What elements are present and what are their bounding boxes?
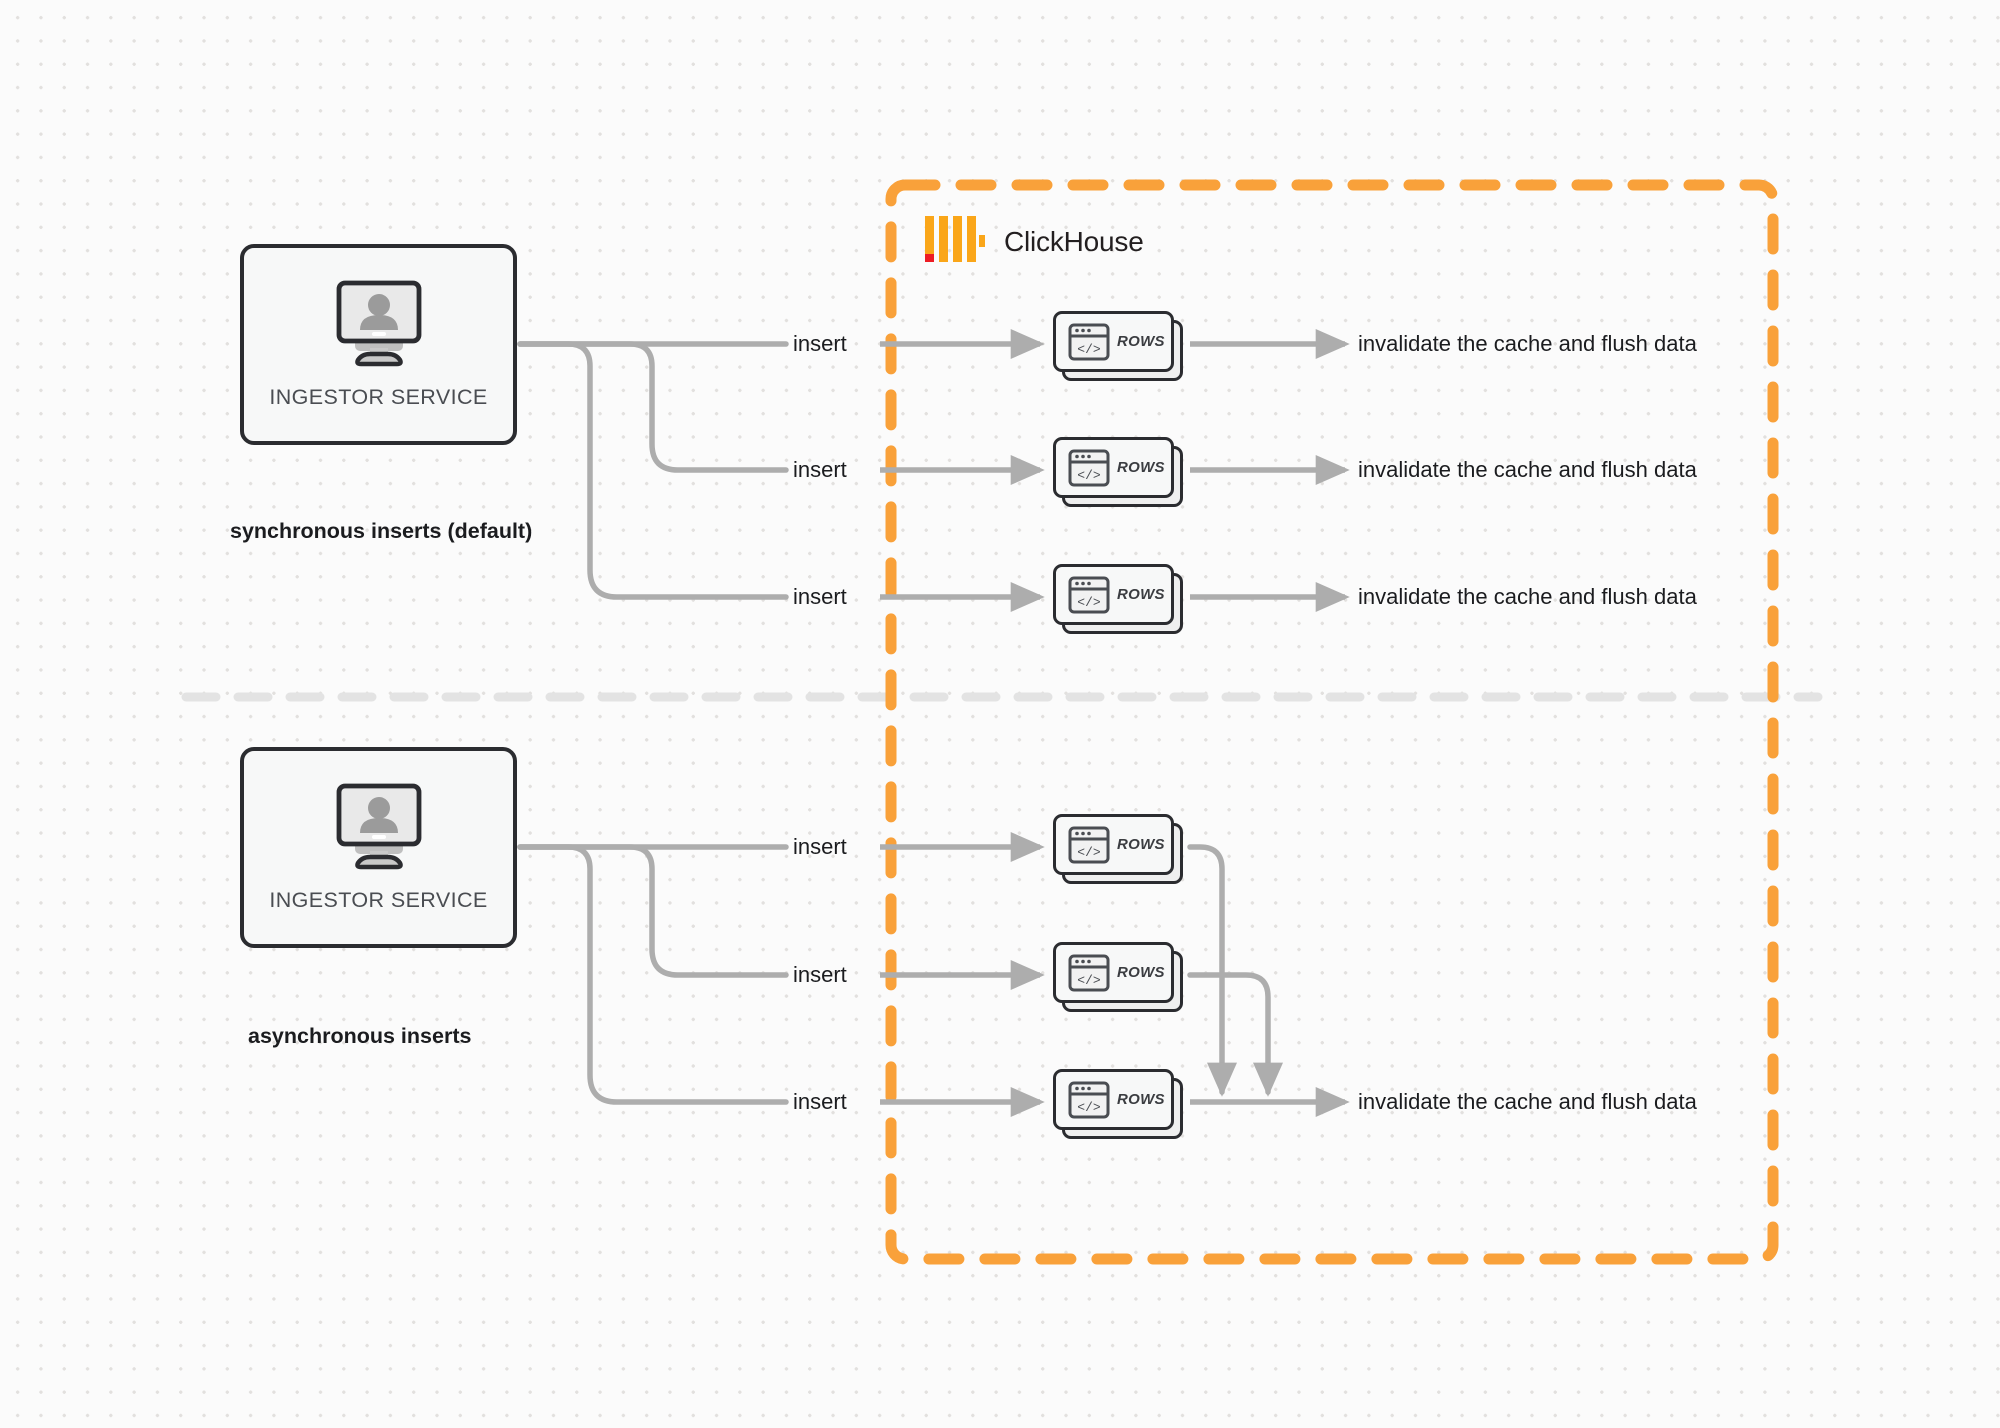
rows-stack-front: </> ROWS [1053,437,1174,498]
rows-node-sync-2[interactable]: </> ROWS [1053,437,1183,507]
svg-text:</>: </> [1077,973,1101,988]
rows-node-sync-1[interactable]: </> ROWS [1053,311,1183,381]
monitor-user-icon [336,783,421,869]
rows-node-async-2[interactable]: </> ROWS [1053,942,1183,1012]
rows-stack-front: </> ROWS [1053,814,1174,875]
edge-label-insert-async-2: insert [793,962,847,987]
rows-node-label: ROWS [1117,333,1165,350]
svg-text:</>: </> [1077,845,1101,860]
async-insert-arrows [880,831,1045,1118]
rows-stack-front: </> ROWS [1053,564,1174,625]
svg-text:</>: </> [1077,595,1101,610]
edge-label-invalidate-async-merged: invalidate the cache and flush data [1358,1089,1697,1114]
code-window-icon: </> [1068,449,1110,486]
section-caption-asynchronous: asynchronous inserts [248,1024,472,1048]
rows-stack-front: </> ROWS [1053,1069,1174,1130]
sync-branch-edges [517,341,789,600]
ingestor-service-sync[interactable]: INGESTOR SERVICE [240,244,517,445]
section-caption-synchronous: synchronous inserts (default) [230,519,533,543]
svg-text:</>: </> [1077,468,1101,483]
edge-label-invalidate-sync-3: invalidate the cache and flush data [1358,584,1697,609]
async-merge-edges [1187,844,1284,1097]
rows-node-sync-3[interactable]: </> ROWS [1053,564,1183,634]
code-window-icon: </> [1068,1081,1110,1118]
rows-node-label: ROWS [1117,964,1165,981]
async-branch-edges [517,844,789,1105]
rows-node-label: ROWS [1117,586,1165,603]
ingestor-service-label-async: INGESTOR SERVICE [269,887,488,912]
clickhouse-logo-icon [925,216,985,262]
edge-label-insert-async-3: insert [793,1089,847,1114]
svg-text:</>: </> [1077,342,1101,357]
sync-insert-arrows [880,328,1045,613]
monitor-user-icon [336,280,421,366]
code-window-icon: </> [1068,826,1110,863]
edge-label-insert-sync-2: insert [793,457,847,482]
edge-label-invalidate-sync-1: invalidate the cache and flush data [1358,331,1697,356]
clickhouse-boundary [885,179,1779,1265]
svg-text:</>: </> [1077,1100,1101,1115]
edge-label-invalidate-sync-2: invalidate the cache and flush data [1358,457,1697,482]
edge-label-insert-async-1: insert [793,834,847,859]
rows-stack-front: </> ROWS [1053,311,1174,372]
clickhouse-brand: ClickHouse [925,216,1144,268]
clickhouse-label: ClickHouse [1004,226,1144,257]
rows-node-label: ROWS [1117,836,1165,853]
code-window-icon: </> [1068,576,1110,613]
code-window-icon: </> [1068,323,1110,360]
edge-label-insert-sync-3: insert [793,584,847,609]
rows-node-async-3[interactable]: </> ROWS [1053,1069,1183,1139]
ingestor-service-async[interactable]: INGESTOR SERVICE [240,747,517,948]
ingestor-service-label-sync: INGESTOR SERVICE [269,384,488,409]
rows-stack-front: </> ROWS [1053,942,1174,1003]
rows-node-label: ROWS [1117,459,1165,476]
rows-node-async-1[interactable]: </> ROWS [1053,814,1183,884]
edge-label-insert-sync-1: insert [793,331,847,356]
code-window-icon: </> [1068,954,1110,991]
sync-invalidate-arrows [1190,328,1350,613]
rows-node-label: ROWS [1117,1091,1165,1108]
